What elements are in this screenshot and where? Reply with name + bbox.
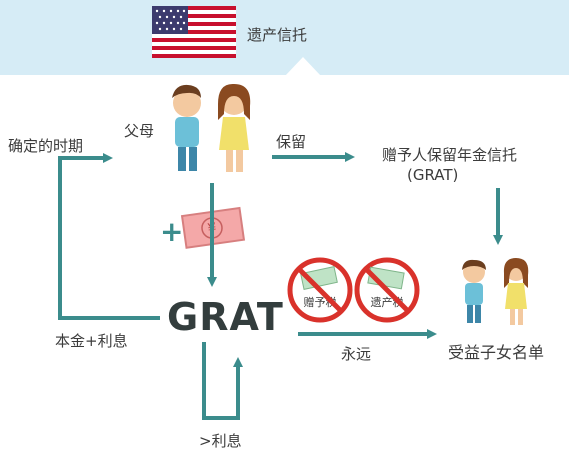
parents-icon: [172, 83, 251, 172]
page-title: 遗产信托: [247, 26, 308, 44]
us-flag-icon: [152, 6, 236, 58]
over-interest-label: >利息: [199, 432, 242, 450]
header-pointer: [285, 57, 321, 76]
parents-label: 父母: [124, 122, 155, 140]
grat-abbrev-label: (GRAT): [407, 166, 459, 184]
forever-label: 永远: [341, 345, 372, 363]
grat-node: GRAT: [167, 295, 284, 339]
children-icon: [462, 258, 529, 325]
beneficiaries-label: 受益子女名单: [448, 343, 545, 362]
no-gift-tax-icon: 赠予税: [287, 257, 353, 323]
plus-sign: +: [160, 215, 184, 248]
arrow-principal-loop: [58, 153, 160, 320]
retain-label: 保留: [276, 133, 307, 151]
arrow-interest-loop: [202, 342, 243, 420]
no-estate-tax-icon: 遗产税: [354, 257, 420, 323]
header-band: [0, 0, 569, 75]
grat-full-name-label: 赠予人保留年金信托: [382, 146, 518, 164]
fixed-term-label: 确定的时期: [8, 137, 84, 155]
principal-interest-label: 本金+利息: [55, 332, 128, 350]
